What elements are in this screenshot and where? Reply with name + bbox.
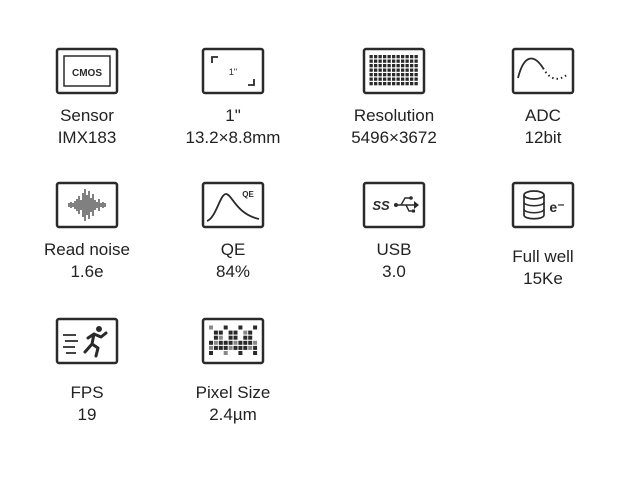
spec-sensor-size: 1" 1" 13.2×8.8mm — [158, 46, 308, 149]
spec-fps: FPS 19 — [12, 316, 162, 426]
spec-value: 3.0 — [382, 262, 406, 281]
noise-waveform-icon — [55, 181, 119, 229]
spec-full-well: e⁻ Full well 15Ke — [468, 180, 618, 290]
spec-value: 19 — [77, 405, 97, 424]
running-speed-icon — [55, 317, 119, 365]
svg-text:SS: SS — [372, 198, 390, 213]
spec-label: USB — [376, 240, 412, 259]
spec-value: 5496×3672 — [351, 128, 437, 147]
spec-qe: QE QE 84% — [158, 180, 308, 283]
pixel-size-checker-icon — [201, 317, 265, 365]
spec-label: Full well — [512, 247, 574, 266]
usb3-superspeed-icon: SS — [362, 181, 426, 229]
spec-pixel-size: Pixel Size 2.4µm — [158, 316, 308, 426]
cmos-chip-icon: CMOS — [55, 47, 119, 95]
spec-value: 13.2×8.8mm — [185, 128, 281, 147]
qe-curve-icon: QE — [201, 181, 265, 229]
spec-label: FPS — [70, 383, 104, 402]
spec-label: Pixel Size — [195, 383, 271, 402]
spec-adc: ADC 12bit — [468, 46, 618, 149]
spec-usb: SS USB 3.0 — [319, 180, 469, 283]
spec-label: Sensor — [60, 106, 114, 125]
spec-label: 1" — [225, 106, 241, 125]
pixel-grid-icon — [362, 47, 426, 95]
spec-label: Resolution — [353, 106, 435, 125]
spec-label: ADC — [525, 106, 561, 125]
sensor-size-frame-icon: 1" — [201, 47, 265, 95]
spec-resolution: Resolution 5496×3672 — [319, 46, 469, 149]
spec-value: 2.4µm — [209, 405, 257, 424]
svg-text:CMOS: CMOS — [72, 68, 102, 79]
spec-value: IMX183 — [57, 128, 117, 147]
electron-well-icon: e⁻ — [511, 181, 575, 229]
spec-value: 1.6e — [70, 262, 104, 281]
adc-curve-icon — [511, 47, 575, 95]
spec-label: QE — [220, 240, 246, 259]
spec-value: 12bit — [524, 128, 562, 147]
svg-text:1": 1" — [229, 67, 237, 77]
spec-read-noise: Read noise 1.6e — [12, 180, 162, 283]
svg-text:QE: QE — [242, 190, 254, 199]
spec-label: Read noise — [43, 240, 130, 259]
spec-sensor: CMOS Sensor IMX183 — [12, 46, 162, 149]
spec-value: 15Ke — [523, 269, 563, 288]
svg-text:e⁻: e⁻ — [549, 199, 564, 215]
spec-value: 84% — [215, 262, 251, 281]
